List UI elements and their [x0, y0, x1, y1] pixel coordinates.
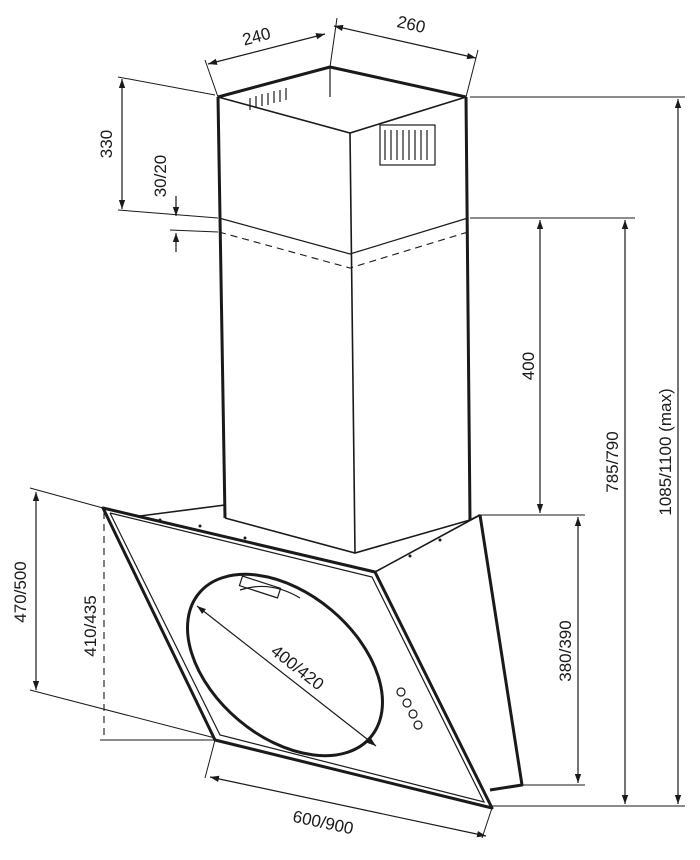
label-chimney-to-bottom: 785/790 [603, 431, 622, 492]
chimney [216, 65, 472, 554]
extension-lines [29, 17, 685, 839]
label-glass-height: 410/435 [81, 595, 100, 656]
vent-grille-side [249, 88, 287, 110]
dimension-lines [32, 24, 682, 838]
label-hood-width: 600/900 [291, 807, 355, 838]
label-body-height: 380/390 [556, 620, 575, 681]
control-buttons [396, 687, 423, 730]
vent-grille-front [379, 124, 436, 166]
dimension-labels: 240 260 330 30/20 400 785/790 1085/1100 … [11, 12, 675, 838]
hood-body [139, 504, 524, 792]
label-chimney-depth: 260 [395, 12, 427, 37]
label-total-height: 1085/1100 (max) [656, 388, 675, 515]
label-hood-height: 470/500 [11, 561, 30, 622]
label-chimney-upper-height: 330 [97, 130, 116, 158]
label-overlap: 30/20 [151, 155, 170, 198]
label-chimney-width: 240 [240, 24, 272, 50]
label-chimney-lower-height: 400 [519, 352, 538, 380]
